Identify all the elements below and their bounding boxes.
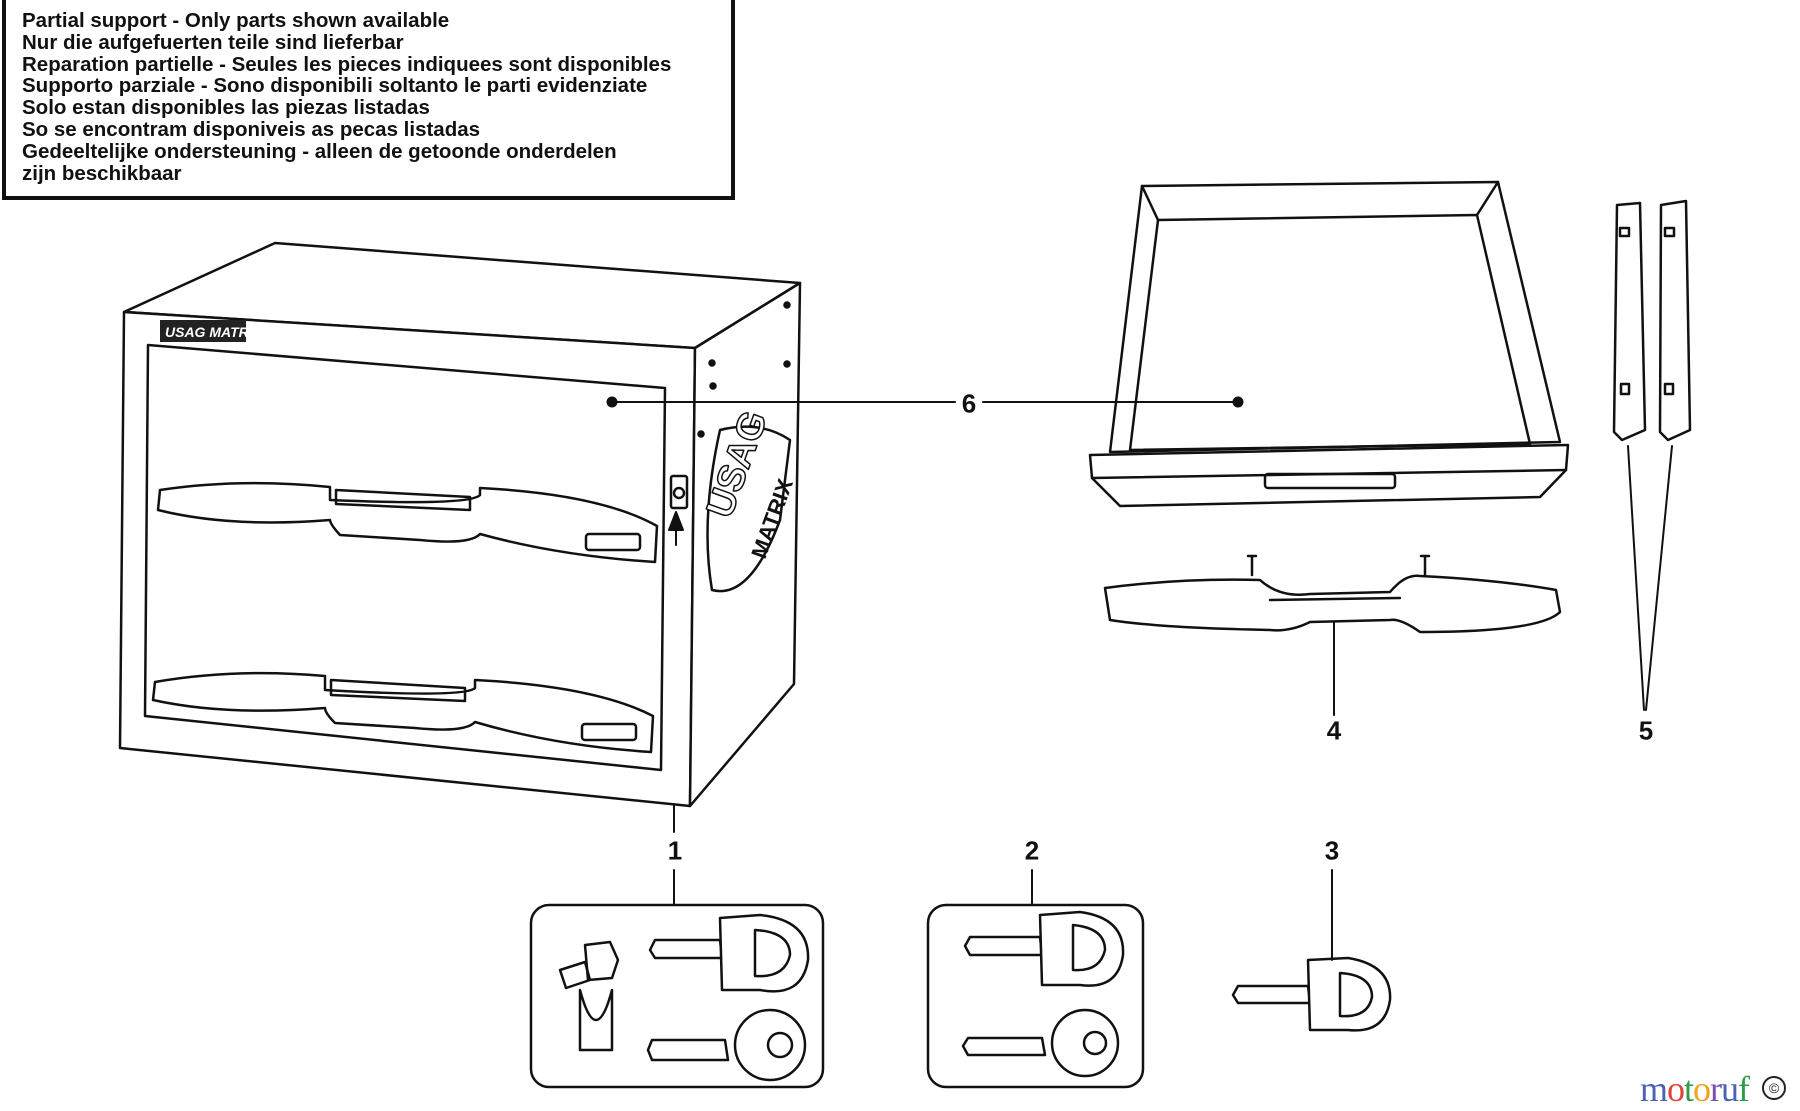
tool-cabinet: USAG MATRIX USAG MATRIX	[118, 241, 802, 808]
watermark-letter: m	[1640, 1069, 1668, 1109]
lock-and-keys-set	[529, 903, 825, 1089]
leader-lines	[606, 396, 1673, 961]
notice-line: Gedeeltelijke ondersteuning - alleen de …	[22, 139, 617, 163]
callout-5: 5	[1638, 715, 1654, 746]
watermark-letter: r	[1710, 1069, 1722, 1109]
notice-line: zijn beschikbaar	[22, 161, 182, 185]
notice-line: Nur die aufgefuerten teile sind lieferba…	[22, 30, 404, 54]
watermark-letter: o	[1693, 1069, 1711, 1109]
callout-4: 4	[1326, 715, 1342, 746]
callout-1: 1	[667, 835, 683, 866]
watermark-logo: motoruf	[1640, 1068, 1750, 1110]
drawer	[1088, 180, 1570, 508]
copyright-icon: ©	[1762, 1076, 1786, 1100]
notice-line: Partial support - Only parts shown avail…	[22, 9, 450, 32]
drawer-handle-part	[1103, 554, 1562, 634]
watermark-letter: u	[1721, 1069, 1739, 1109]
notice-line: Supporto parziale - Sono disponibili sol…	[22, 74, 648, 98]
svg-text:USAG MATRIX: USAG MATRIX	[165, 324, 264, 340]
key-pair	[926, 903, 1145, 1089]
watermark-letter: o	[1667, 1069, 1685, 1109]
drawer-slides	[1612, 199, 1692, 442]
notice-line: Solo estan disponibles las piezas listad…	[22, 96, 430, 120]
single-key	[1231, 956, 1392, 1032]
notice-line: Reparation partielle - Seules les pieces…	[22, 52, 672, 76]
watermark-letter: t	[1684, 1069, 1694, 1109]
callout-3: 3	[1324, 835, 1340, 866]
availability-notice: Partial support - Only parts shown avail…	[2, 0, 735, 200]
callout-2: 2	[1024, 835, 1040, 866]
notice-lines: Partial support - Only parts shown avail…	[22, 10, 671, 184]
notice-line: So se encontram disponiveis as pecas lis…	[22, 117, 481, 141]
watermark-letter: f	[1738, 1069, 1750, 1109]
callout-6: 6	[961, 388, 977, 419]
